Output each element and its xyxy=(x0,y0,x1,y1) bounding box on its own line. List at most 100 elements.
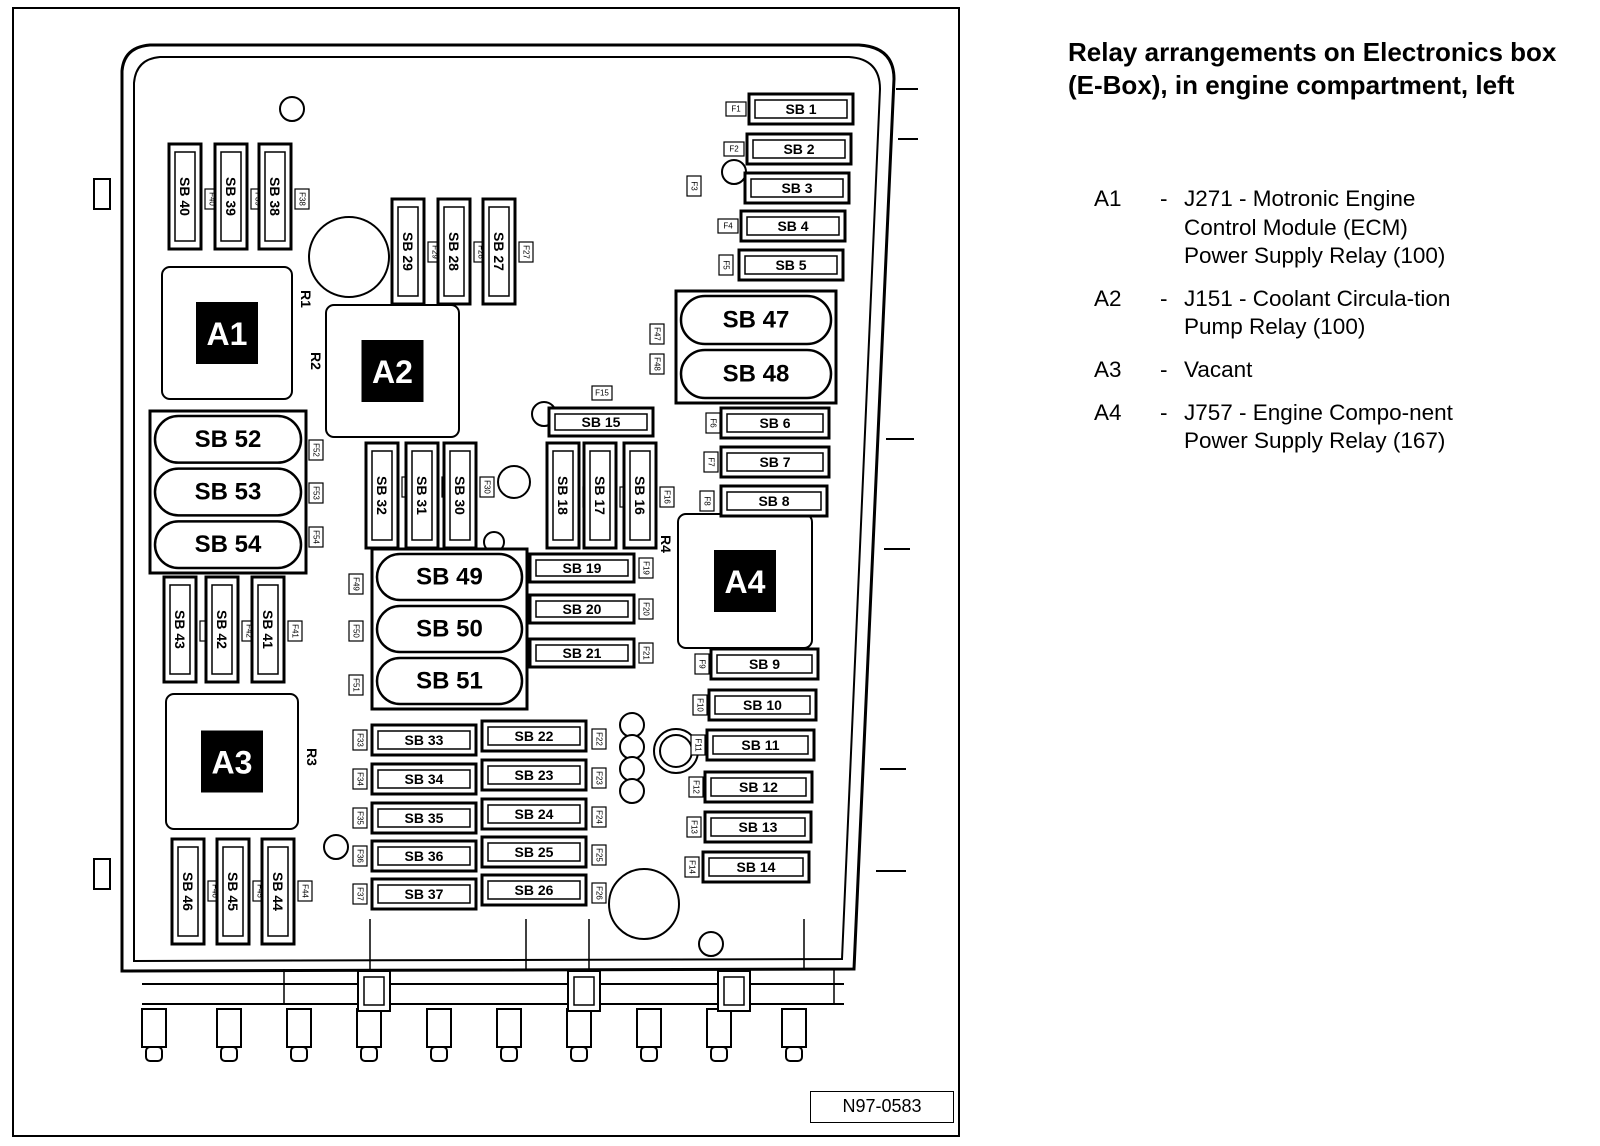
fuse-slot-text: F38 xyxy=(298,192,307,206)
maxi-fuse-label: SB 51 xyxy=(416,668,483,695)
legend-list: A1 - J271 - Motronic Engine Control Modu… xyxy=(1094,185,1494,470)
connector-row xyxy=(141,970,807,1062)
fuse-slot-text: F7 xyxy=(707,457,716,467)
fuse-slot-label: F16 xyxy=(659,486,675,508)
fuse-slot-label: F23 xyxy=(591,767,607,789)
fuse-slot-text: F49 xyxy=(352,577,361,591)
fuse-slot-label: F27 xyxy=(518,241,534,263)
fuse-slot-label: F12 xyxy=(688,776,704,798)
fuse: SB 7 xyxy=(719,445,831,479)
fuse: SB 30 xyxy=(442,441,478,550)
fuse-label: SB 30 xyxy=(452,476,468,515)
relay-ref-label: R2 xyxy=(308,352,324,370)
fuse-slot-text: F28 xyxy=(477,245,486,259)
fuse-slot-text: F22 xyxy=(595,732,604,746)
figure-id: N97-0583 xyxy=(810,1091,954,1123)
fuse-slot-text: F11 xyxy=(694,738,703,752)
fuse-slot-text: F40 xyxy=(208,192,217,206)
connector-pin xyxy=(706,1008,732,1062)
fuse-label: SB 27 xyxy=(491,232,507,271)
fuse: SB 15 xyxy=(547,406,655,438)
fuse: SB 5 xyxy=(737,248,845,282)
legend-code: A1 xyxy=(1094,186,1122,211)
fuse: SB 6 xyxy=(719,406,831,440)
fuse-slot-text: F53 xyxy=(312,486,321,500)
fuse-label: SB 12 xyxy=(739,779,778,795)
fuse-slot-label: F24 xyxy=(591,806,607,828)
fuse: SB 46 xyxy=(170,837,206,946)
fuse-slot-label: F14 xyxy=(684,856,700,878)
fuse-label: SB 8 xyxy=(758,493,789,509)
legend-code: A4 xyxy=(1094,399,1122,425)
fuse-slot-label: F4 xyxy=(717,218,739,234)
legend-description: J271 - Motronic Engine Control Module (E… xyxy=(1184,186,1446,269)
fuse-label: SB 43 xyxy=(172,610,188,649)
maxi-fuse: SB 53 xyxy=(153,467,303,517)
fuse-label: SB 41 xyxy=(260,610,276,649)
fuse-slot-text: F13 xyxy=(690,820,699,834)
fuse: SB 10 xyxy=(707,688,818,722)
fuse-slot-text: F46 xyxy=(211,884,220,898)
fuse-slot-text: F30 xyxy=(483,480,492,494)
fuse-label: SB 2 xyxy=(783,141,814,157)
fuse: SB 12 xyxy=(703,770,814,804)
fuse-slot-label: F6 xyxy=(705,412,721,434)
fuse-slot-label: F54 xyxy=(308,526,324,548)
fuse-slot-label: F21 xyxy=(638,642,654,664)
fuse: SB 34 xyxy=(370,762,478,796)
relay-ref-label: R4 xyxy=(658,535,674,553)
fuse-slot-text: F48 xyxy=(653,357,662,371)
fuse-slot-label: F9 xyxy=(694,653,710,675)
fuse-slot-text: F35 xyxy=(356,811,365,825)
maxi-fuse: SB 48 xyxy=(679,348,833,400)
connector-pin xyxy=(636,1008,662,1062)
fuse-slot-label: F22 xyxy=(591,728,607,750)
fuse-slot-text: F25 xyxy=(595,848,604,862)
fuse: SB 20 xyxy=(528,593,636,625)
fuse-slot-label: F2 xyxy=(723,141,745,157)
fuse-label: SB 7 xyxy=(759,454,790,470)
fuse: SB 2 xyxy=(745,132,853,166)
fuse: SB 36 xyxy=(370,839,478,873)
fuse-slot-label: F26 xyxy=(591,882,607,904)
fuse-slot-text: F24 xyxy=(595,810,604,824)
fuse-slot-text: F44 xyxy=(301,884,310,898)
fuse-label: SB 11 xyxy=(741,737,779,753)
fuse-slot-label: F11 xyxy=(690,734,706,756)
relay-badge xyxy=(196,302,258,364)
fuse-label: SB 37 xyxy=(405,886,444,902)
fuse-label: SB 9 xyxy=(749,656,780,672)
fuse-slot-text: F23 xyxy=(595,771,604,785)
maxi-fuse: SB 54 xyxy=(153,520,303,570)
fuse-slot-text: F51 xyxy=(352,678,361,692)
maxi-fuse-label: SB 54 xyxy=(195,531,262,558)
fuse-label: SB 34 xyxy=(405,771,444,787)
legend-item: A3 - Vacant xyxy=(1094,356,1494,385)
fuse-slot-label: F34 xyxy=(352,768,368,790)
fuse-label: SB 33 xyxy=(405,732,444,748)
fuse-slot-label: F37 xyxy=(352,883,368,905)
fuse-label: SB 18 xyxy=(555,476,571,515)
fuse-label: SB 26 xyxy=(515,882,554,898)
fuse-label: SB 4 xyxy=(777,218,808,234)
maxi-fuse: SB 50 xyxy=(375,604,524,654)
relay-label: A2 xyxy=(372,354,413,390)
fuse-label: SB 3 xyxy=(781,180,812,196)
fuse-label: SB 31 xyxy=(414,476,430,515)
fuse-slot-text: F41 xyxy=(291,624,300,638)
fuse: SB 16 xyxy=(622,441,658,550)
fuse-slot-label: F44 xyxy=(297,880,313,902)
fuse-label: SB 13 xyxy=(739,819,778,835)
fuse-slot-text: F20 xyxy=(642,602,651,616)
fuse-slot-label: F3 xyxy=(686,175,702,197)
fuse-label: SB 39 xyxy=(223,177,239,216)
legend-dash: - xyxy=(1160,186,1168,211)
fuse-slot-label: F5 xyxy=(718,254,734,276)
fuse-slot-label: F52 xyxy=(308,439,324,461)
